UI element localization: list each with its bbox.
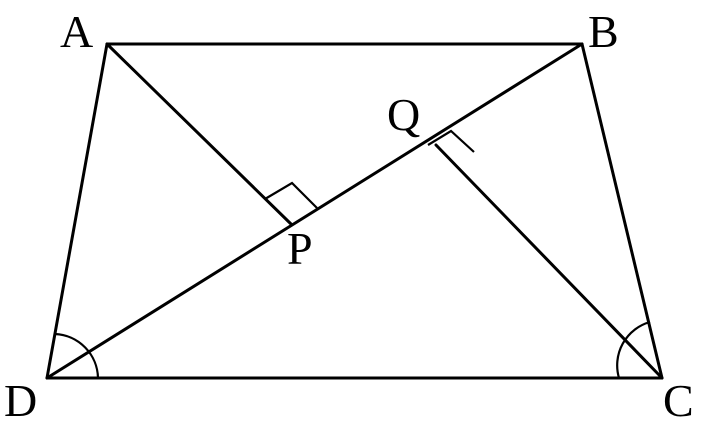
angle-arc-d bbox=[54, 332, 100, 379]
right-angle-mark-p bbox=[264, 181, 318, 209]
angle-arc-c bbox=[616, 320, 651, 379]
label-a: A bbox=[60, 6, 93, 57]
label-d: D bbox=[4, 375, 37, 426]
label-c: C bbox=[663, 375, 694, 426]
side-bc bbox=[580, 42, 664, 380]
perpendicular-ap bbox=[105, 42, 293, 226]
side-da bbox=[45, 42, 109, 380]
label-q: Q bbox=[387, 89, 420, 140]
label-p: P bbox=[287, 223, 313, 274]
diagonal-bd bbox=[45, 42, 584, 380]
right-angle-mark-q bbox=[427, 129, 475, 153]
perpendicular-cq bbox=[434, 143, 664, 380]
label-b: B bbox=[588, 6, 619, 57]
